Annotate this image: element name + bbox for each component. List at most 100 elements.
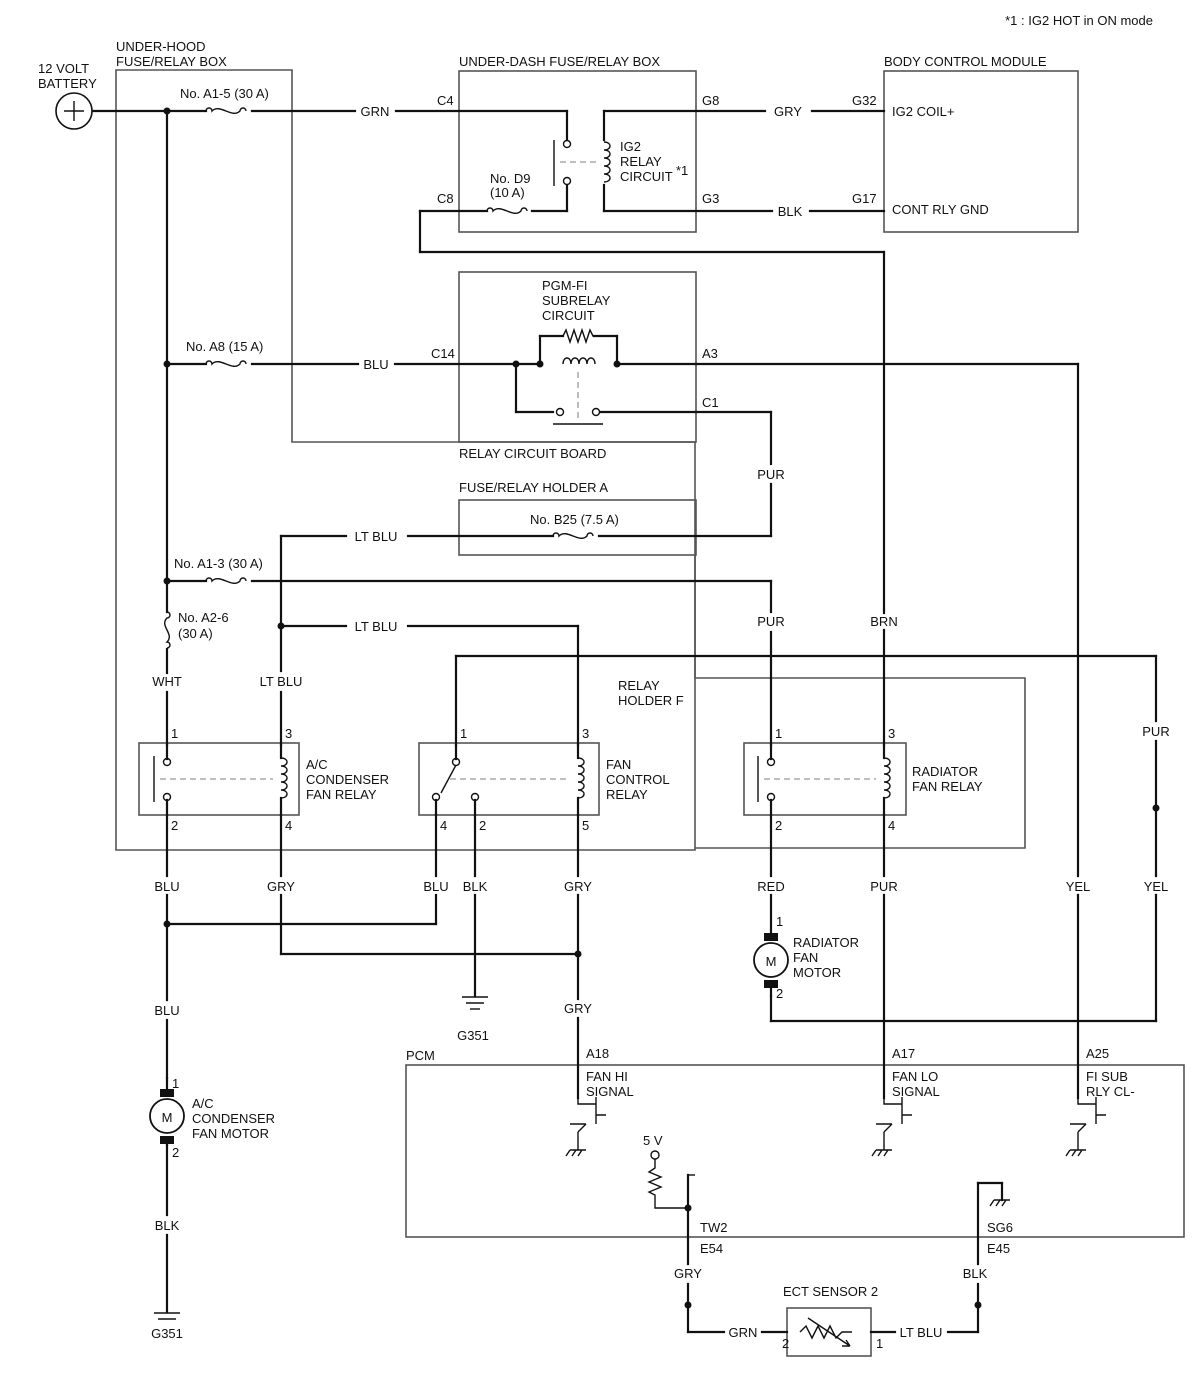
- wire-label-ltblu-ect: LT BLU: [900, 1325, 943, 1340]
- fuse-d9-label-line2: (10 A): [490, 185, 525, 200]
- wire-label-red: RED: [757, 879, 784, 894]
- radiator-relay-pin-2: 2: [775, 818, 782, 833]
- radiator-relay-label-line1: RADIATOR: [912, 764, 978, 779]
- ig2-coil-icon: [603, 141, 611, 183]
- wire-label-blk-e45: BLK: [963, 1266, 988, 1281]
- pcm-fi-sub-line1: FI SUB: [1086, 1069, 1128, 1084]
- relay-holder-f-label-line2: HOLDER F: [618, 693, 684, 708]
- terminal-c8: C8: [437, 191, 454, 206]
- pgmfi-resistor-icon: [562, 327, 598, 345]
- ect-sensor-pin-1: 1: [876, 1336, 883, 1351]
- pgmfi-label-line2: SUBRELAY: [542, 293, 611, 308]
- fuse-d9-icon: [486, 207, 528, 214]
- body-control-module-box: [883, 70, 1079, 233]
- ground-g351-lower-label: G351: [151, 1326, 183, 1341]
- ac-motor-label-line2: CONDENSER: [192, 1111, 275, 1126]
- fan-control-relay-pin-2: 2: [479, 818, 486, 833]
- fan-control-relay-label-line2: CONTROL: [606, 772, 670, 787]
- sg6-ground-icon: [989, 1199, 1010, 1207]
- wire-label-yel-1: YEL: [1066, 879, 1091, 894]
- fuse-a2-6-label-line2: (30 A): [178, 626, 213, 641]
- fuse-symbols: [164, 107, 594, 649]
- ect-sensor-label: ECT SENSOR 2: [783, 1284, 878, 1299]
- fuse-a1-5-icon: [205, 107, 247, 114]
- wire-label-ltblu-fan: LT BLU: [355, 619, 398, 634]
- terminal-tw2: TW2: [700, 1220, 727, 1235]
- fuse-a1-3-icon: [205, 577, 247, 584]
- fuse-a8-label: No. A8 (15 A): [186, 339, 263, 354]
- ig2-relay-label-line1: IG2: [620, 139, 641, 154]
- ac-condenser-fan-motor-icon: [149, 1076, 185, 1147]
- terminal-g3: G3: [702, 191, 719, 206]
- pcm-5v-label: 5 V: [643, 1133, 663, 1148]
- bcm-pin-ig2-coil: IG2 COIL+: [892, 104, 955, 119]
- ac-relay-pin-2: 2: [171, 818, 178, 833]
- relay-holder-f-label-line1: RELAY: [618, 678, 660, 693]
- fuse-holder-a-label: FUSE/RELAY HOLDER A: [459, 480, 608, 495]
- wire-label-blu-ac2: BLU: [154, 879, 179, 894]
- radiator-fan-relay-box: [743, 742, 907, 816]
- fuse-a2-6-icon: [164, 611, 171, 649]
- battery-label-line1: 12 VOLT: [38, 61, 89, 76]
- pcm-fi-sub-line2: RLY CL-: [1086, 1084, 1135, 1099]
- relay-circuit-board-label: RELAY CIRCUIT BOARD: [459, 446, 606, 461]
- ac-motor-pin-1: 1: [172, 1076, 179, 1091]
- wire-label-pur-rf4: PUR: [870, 879, 897, 894]
- underhood-fuse-relay-box: [115, 69, 696, 851]
- radiator-relay-coil-icon: [883, 757, 891, 799]
- wire-label-gry-fc5: GRY: [564, 879, 592, 894]
- ac-condenser-fan-relay-box: [138, 742, 300, 816]
- fan-control-relay-pin-5: 5: [582, 818, 589, 833]
- radiator-fan-motor-icon: [753, 933, 789, 998]
- terminal-sg6: SG6: [987, 1220, 1013, 1235]
- terminal-g32: G32: [852, 93, 877, 108]
- fan-lo-transistor-icon: [871, 1097, 912, 1157]
- terminal-e45: E45: [987, 1241, 1010, 1256]
- fan-control-relay-label-line1: FAN: [606, 757, 631, 772]
- battery-label-line2: BATTERY: [38, 76, 97, 91]
- wire-label-pur-c1: PUR: [757, 467, 784, 482]
- fuse-a2-6-label-line1: No. A2-6: [178, 610, 229, 625]
- footnote-text: *1 : IG2 HOT in ON mode: [1005, 13, 1153, 28]
- fuse-b25-icon: [552, 532, 594, 539]
- ac-motor-label-line1: A/C: [192, 1096, 214, 1111]
- terminal-g17: G17: [852, 191, 877, 206]
- wire-label-grn-ect: GRN: [729, 1325, 758, 1340]
- pgmfi-label-line1: PGM-FI: [542, 278, 588, 293]
- wire-label-blk-top: BLK: [778, 204, 803, 219]
- fan-control-relay-pin-4: 4: [440, 818, 447, 833]
- radiator-motor-label-line1: RADIATOR: [793, 935, 859, 950]
- terminal-c14: C14: [431, 346, 455, 361]
- radiator-motor-pin-1: 1: [776, 914, 783, 929]
- radiator-motor-label-line3: MOTOR: [793, 965, 841, 980]
- wire-label-blu-low: BLU: [154, 1003, 179, 1018]
- ac-relay-label-line2: CONDENSER: [306, 772, 389, 787]
- fuse-b25-label: No. B25 (7.5 A): [530, 512, 619, 527]
- fan-control-relay-pin-3: 3: [582, 726, 589, 741]
- junction-dots: [163, 107, 1160, 1309]
- fan-control-coil-icon: [577, 757, 585, 799]
- wire-label-wht: WHT: [152, 674, 182, 689]
- wire-label-ltblu-ac: LT BLU: [260, 674, 303, 689]
- wire-label-gry-e54: GRY: [674, 1266, 702, 1281]
- wire-label-pur-rad: PUR: [757, 614, 784, 629]
- pgmfi-coil-icon: [562, 357, 596, 365]
- wire-label-grn-top: GRN: [361, 104, 390, 119]
- fuse-a8-icon: [205, 360, 247, 367]
- fan-control-relay-pin-1: 1: [460, 726, 467, 741]
- ac-relay-label-line1: A/C: [306, 757, 328, 772]
- ac-relay-coil-icon: [280, 757, 288, 799]
- wire-label-blu-fc4: BLU: [423, 879, 448, 894]
- ac-relay-label-line3: FAN RELAY: [306, 787, 377, 802]
- ig2-relay-symbol: [553, 139, 611, 186]
- ground-g351-upper-label: G351: [457, 1028, 489, 1043]
- wire-label-pur-right: PUR: [1142, 724, 1169, 739]
- wire-label-brn: BRN: [870, 614, 897, 629]
- terminal-a3: A3: [702, 346, 718, 361]
- ac-motor-label-line3: FAN MOTOR: [192, 1126, 269, 1141]
- radiator-motor-symbol: M: [766, 954, 777, 969]
- bcm-pin-cont-rly-gnd: CONT RLY GND: [892, 202, 989, 217]
- wire-label-gry-top: GRY: [774, 104, 802, 119]
- pcm-fan-hi-line1: FAN HI: [586, 1069, 628, 1084]
